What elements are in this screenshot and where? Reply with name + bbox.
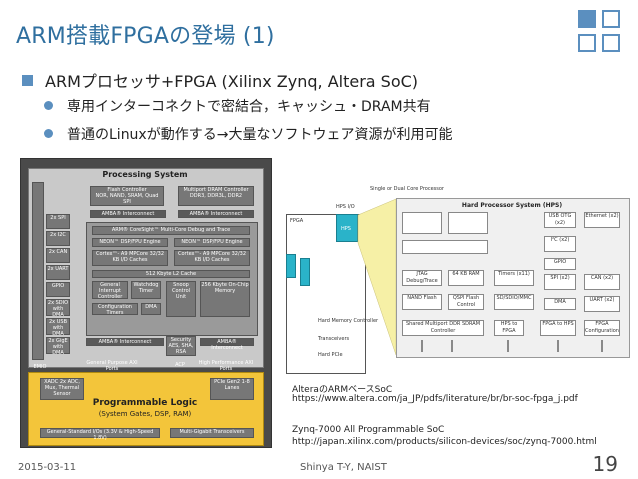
config-timers-block: Configuration Timers	[92, 303, 138, 316]
altera-periph: Timers (x11)	[494, 270, 534, 286]
altera-periph: FPGA Configuration	[584, 320, 620, 336]
altera-arrows	[421, 340, 603, 352]
altera-hps-title: Hard Processor System (HPS)	[461, 202, 563, 209]
altera-periph: GPIO	[544, 258, 576, 270]
callout-hard-memory: Hard Memory Controller	[318, 318, 379, 324]
hp-axi-label: High Performance AXI Ports	[198, 360, 254, 372]
altera-periph: FPGA to HPS	[540, 320, 576, 336]
amba-interconnect-block: AMBA® Interconnect	[86, 338, 164, 346]
altera-caption-url[interactable]: https://www.altera.com/ja_JP/pdfs/litera…	[292, 394, 578, 404]
square-bullet-icon	[22, 75, 33, 86]
io-peripheral-list: 2x SPI 2x I2C 2x CAN 2x UART GPIO 2x SDI…	[46, 214, 70, 356]
altera-periph: CAN (x2)	[584, 274, 620, 290]
altera-periph: UART (x2)	[584, 296, 620, 312]
round-bullet-icon	[44, 129, 53, 138]
selectio-block: General-Standard I/Os (3.3V & High-Speed…	[40, 428, 160, 441]
page-number: 19	[592, 452, 618, 476]
altera-core-block: ARM Cortex-A9 NEON/FPU L1 Cache	[448, 212, 488, 234]
gic-block: General Interrupt Controller	[92, 281, 128, 300]
altera-periph: USB OTG (x2)	[544, 212, 576, 228]
amba-interconnect-block: AMBA® Interconnect	[90, 210, 166, 218]
altera-hps-io-label: HPS I/O	[336, 204, 355, 210]
logo-square-icon	[578, 34, 596, 52]
xadc-block: XADC 2x ADC, Mux, Thermal Sensor	[40, 378, 84, 400]
flash-controller-label: Flash Controller	[107, 187, 147, 193]
emio-label: EMIO	[33, 364, 47, 370]
neon-block: NEON™ DSP/FPU Engine	[174, 238, 250, 247]
cortex-a9-block: Cortex™- A9 MPCore 32/32 KB I/D Caches	[92, 250, 168, 266]
bullet-text: 普通のLinuxが動作する→大量なソフトウェア資源が利用可能	[67, 127, 453, 143]
altera-pcie-block	[300, 258, 310, 286]
altera-periph: DMA	[544, 298, 576, 310]
processor-io-mux-block	[32, 182, 44, 360]
security-block: Security AES, SHA, RSA	[166, 336, 196, 356]
zynq-caption-name: Zynq-7000 All Programmable SoC	[292, 425, 445, 435]
amba-interconnect-block: AMBA® Interconnect	[178, 210, 254, 218]
round-bullet-icon	[44, 101, 53, 110]
io-peripheral: 2x CAN	[46, 248, 70, 263]
altera-periph: 64 KB RAM	[448, 270, 484, 286]
zynq-caption-url[interactable]: http://japan.xilinx.com/products/silicon…	[292, 437, 597, 447]
logo-square-icon	[602, 34, 620, 52]
altera-caption-name: AlteraのARMベースSoC	[292, 385, 393, 395]
logo-square-icon	[578, 10, 596, 28]
altera-periph: NAND Flash	[402, 294, 442, 310]
callout-transceivers: Transceivers	[318, 336, 350, 342]
dram-controller-label: Multiport DRAM Controller	[183, 187, 249, 193]
bullet-text: ARMプロセッサ+FPGA (Xilinx Zynq, Altera SoC)	[45, 72, 419, 91]
altera-periph: QSPI Flash Control	[448, 294, 484, 310]
io-peripheral: 2x I2C	[46, 231, 70, 246]
gp-axi-label: General Purpose AXI Ports	[86, 360, 138, 372]
altera-periph: SPI (x2)	[544, 274, 576, 290]
slide-title: ARM搭載FPGAの登場 (1)	[16, 24, 275, 49]
acp-label: ACP	[175, 362, 185, 368]
amba-interconnect-block: AMBA® Interconnect	[200, 338, 254, 351]
processing-system-label: Processing System	[102, 170, 188, 179]
bullet-level1: ARMプロセッサ+FPGA (Xilinx Zynq, Altera SoC)	[22, 68, 418, 92]
altera-core-block: ARM Cortex-A9 NEON/FPU L1 Cache	[402, 212, 442, 234]
callout-pcie: Hard PCIe	[318, 352, 343, 358]
altera-periph: Shared Multiport DDR SDRAM Controller	[402, 320, 484, 336]
single-dual-core-label: Single or Dual Core Processor	[370, 186, 444, 192]
cortex-a9-block: Cortex™- A9 MPCore 32/32 KB I/D Caches	[174, 250, 250, 266]
altera-hps-label: HPS	[341, 226, 351, 232]
multigig-block: Multi-Gigabit Transceivers	[170, 428, 254, 438]
bullet-level2: 普通のLinuxが動作する→大量なソフトウェア資源が利用可能	[44, 124, 452, 144]
altera-periph: Ethernet (x2)	[584, 212, 620, 228]
io-peripheral: 2x UART	[46, 265, 70, 280]
pcie-block: PCIe Gen2 1-8 Lanes	[210, 378, 254, 400]
bullet-text: 専用インターコネクトで密結合，キャッシュ・DRAM共有	[67, 99, 431, 115]
io-peripheral: 2x GigE with DMA	[46, 337, 70, 356]
bullet-level2: 専用インターコネクトで密結合，キャッシュ・DRAM共有	[44, 96, 431, 116]
programmable-logic-sub: (System Gates, DSP, RAM)	[98, 410, 192, 418]
io-peripheral: 2x SDIO with DMA	[46, 299, 70, 318]
altera-periph: HPS to FPGA	[494, 320, 524, 336]
io-peripheral: 2x SPI	[46, 214, 70, 229]
altera-periph: I²C (x2)	[544, 236, 576, 252]
dma-block: DMA	[141, 303, 161, 315]
programmable-logic-label: Programmable Logic	[92, 398, 198, 408]
altera-periph: SD/SDIO/MMC	[494, 294, 534, 310]
flash-controller-block: Flash Controller NOR, NAND, SRAM, Quad S…	[90, 186, 164, 206]
altera-periph: JTAG Debug/Trace	[402, 270, 442, 286]
altera-transceiver-block	[286, 254, 296, 278]
dram-controller-block: Multiport DRAM Controller DDR3, DDR3L, D…	[178, 186, 254, 206]
flash-controller-sub: NOR, NAND, SRAM, Quad SPI	[95, 193, 159, 205]
on-chip-memory-block: 256 Kbyte On-Chip Memory	[200, 281, 250, 317]
footer-author: Shinya T-Y, NAIST	[300, 462, 387, 473]
snoop-control-block: Snoop Control Unit	[166, 281, 196, 317]
watchdog-block: Watchdog Timer	[131, 281, 161, 299]
io-peripheral: GPIO	[46, 282, 70, 297]
io-peripheral: 2x USB with DMA	[46, 318, 70, 337]
altera-l2-block: L2 Cache	[402, 240, 488, 254]
logo-square-icon	[602, 10, 620, 28]
coresight-block: ARM® CoreSight™ Multi-Core Debug and Tra…	[92, 226, 250, 235]
footer-date: 2015-03-11	[18, 462, 77, 473]
l2-cache-block: 512 Kbyte L2 Cache	[92, 270, 250, 278]
neon-block: NEON™ DSP/FPU Engine	[92, 238, 168, 247]
altera-hps-block	[336, 214, 358, 242]
dram-controller-sub: DDR3, DDR3L, DDR2	[189, 193, 243, 199]
altera-fpga-label: FPGA	[290, 218, 304, 224]
slide-logo-icon	[578, 10, 624, 56]
